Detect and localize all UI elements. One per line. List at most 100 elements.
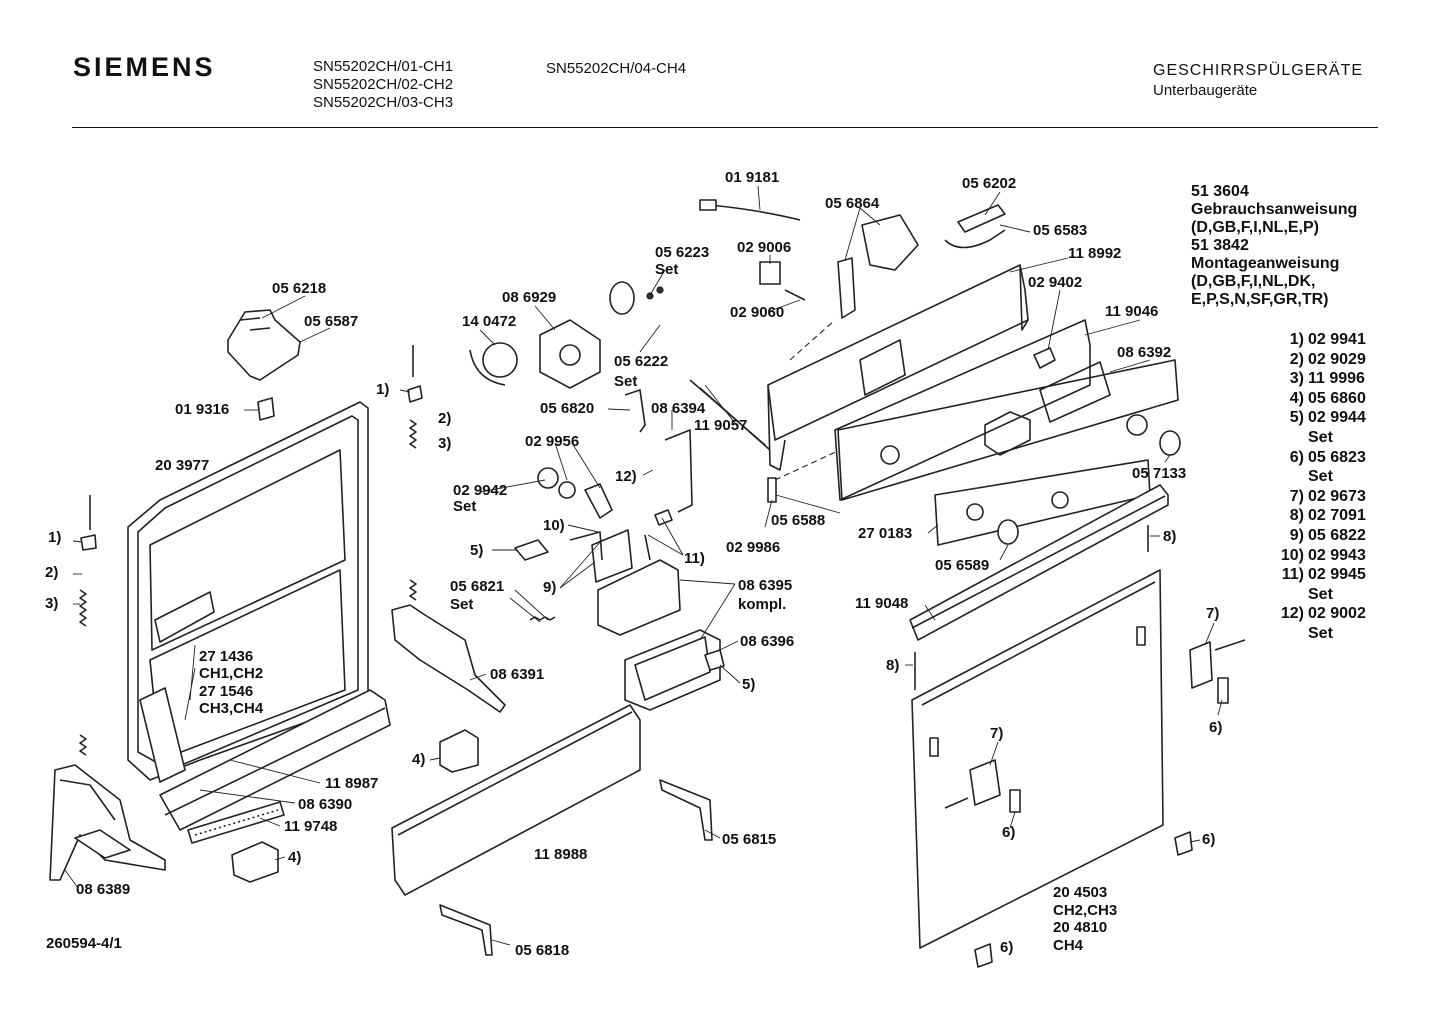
part-label: 7) — [990, 725, 1003, 742]
part-label: 01 9181 — [725, 169, 779, 186]
reference-part: 11 9996 — [1308, 370, 1365, 388]
rotary-switch — [609, 281, 664, 315]
assembly-dashed-lines — [774, 319, 841, 481]
reference-row: 3)11 9996 — [1268, 369, 1366, 389]
reference-row: 11)02 9945 — [1268, 565, 1366, 585]
small-switch — [759, 261, 806, 301]
plinth-brackets — [439, 779, 713, 956]
model-number-extra: SN55202CH/04-CH4 — [546, 60, 687, 77]
part-label: 20 3977 — [155, 457, 209, 474]
category-subtitle: Unterbaugeräte — [1153, 82, 1258, 99]
plinth-panel — [391, 704, 641, 896]
reference-key: 6) — [1289, 448, 1304, 466]
document-line: (D,GB,F,I,NL,DK, — [1191, 273, 1316, 290]
part-label: 1) — [376, 381, 389, 398]
reference-row: 8)02 7091 — [1268, 506, 1366, 526]
part-label: 10) — [543, 517, 565, 534]
reference-row: 5)02 9944 — [1268, 408, 1366, 428]
side-bracket — [391, 604, 506, 713]
part-label: Set — [453, 498, 476, 515]
left-hinge — [49, 764, 166, 881]
reference-key: 12) — [1280, 605, 1304, 623]
reference-row: 2)02 9029 — [1268, 350, 1366, 370]
part-label: 05 7133 — [1132, 465, 1186, 482]
reference-part: 02 9945 — [1308, 566, 1366, 584]
part-label: 05 6587 — [304, 313, 358, 330]
part-label: CH2,CH3 — [1053, 902, 1117, 919]
reference-key: 2) — [1289, 350, 1304, 368]
part-label: 4) — [288, 849, 301, 866]
part-label: 2) — [45, 564, 58, 581]
reference-key: 10) — [1280, 546, 1304, 564]
drawing-code: 260594-4/1 — [46, 935, 122, 952]
reference-row: 6)05 6823 — [1268, 448, 1366, 468]
small-parts — [80, 347, 1193, 968]
door-hinge-parts — [944, 639, 1246, 813]
reference-note: Set — [1308, 428, 1333, 446]
document-line: E,P,S,N,SF,GR,TR) — [1191, 291, 1329, 308]
panel-119046 — [834, 319, 1091, 501]
reference-key: 9) — [1289, 526, 1304, 544]
clips-part4 — [231, 729, 479, 883]
bottom-trim-strips — [139, 687, 391, 844]
reference-part: 05 6860 — [1308, 389, 1366, 407]
part-label: 08 6391 — [490, 666, 544, 683]
part-label: 08 6929 — [502, 289, 556, 306]
part-label: 4) — [412, 751, 425, 768]
part-label: 11) — [684, 550, 705, 567]
reference-row: Set — [1268, 585, 1366, 605]
document-line: Montageanweisung — [1191, 255, 1340, 272]
reference-part: 02 9029 — [1308, 350, 1366, 368]
part-label: 11 8987 — [325, 775, 378, 792]
part-label: 05 6589 — [935, 557, 989, 574]
control-panel-frame — [767, 264, 1029, 471]
leader-lines — [64, 185, 1223, 946]
reference-part: 02 7091 — [1308, 507, 1366, 525]
part-label: 6) — [1209, 719, 1222, 736]
part-label: 05 6821 — [450, 578, 504, 595]
part-label: 05 6218 — [272, 280, 326, 297]
latch-056202 — [944, 204, 1006, 249]
part-label: Set — [614, 373, 637, 390]
part-label: 05 6818 — [515, 942, 569, 959]
part-labels: 01 9181 05 6202 05 6864 05 6583 11 8992 … — [45, 169, 1222, 959]
parts-drawings — [49, 199, 1246, 968]
part-label: 08 6392 — [1117, 344, 1171, 361]
part-label: 12) — [615, 468, 637, 485]
hinge-bracket-top — [227, 309, 301, 381]
reference-row: 4)05 6860 — [1268, 389, 1366, 409]
part-label: 11 8992 — [1068, 245, 1121, 262]
part-label: 14 0472 — [462, 313, 516, 330]
strip-119048 — [909, 484, 1169, 641]
springs-left — [79, 345, 417, 756]
part-label: 05 6820 — [540, 400, 594, 417]
cable-part — [699, 199, 801, 221]
part-label: 08 6395 — [738, 577, 792, 594]
part-label: 11 9046 — [1105, 303, 1158, 320]
reference-row: Set — [1268, 624, 1366, 644]
part-label: 02 9006 — [737, 239, 791, 256]
front-panel — [837, 359, 1179, 501]
part-label: 27 1546 — [199, 683, 253, 700]
reference-key: 3) — [1289, 370, 1304, 388]
part-label: CH1,CH2 — [199, 665, 263, 682]
part-label: 05 6583 — [1033, 222, 1087, 239]
documents-block: 51 3604 Gebrauchsanweisung (D,GB,F,I,NL,… — [1191, 183, 1357, 309]
part-label: 6) — [1202, 831, 1215, 848]
part-label: 05 6223 — [655, 244, 709, 261]
part-label: 08 6389 — [76, 881, 130, 898]
reference-part: 02 9941 — [1308, 331, 1366, 348]
reference-note: Set — [1308, 585, 1333, 603]
reference-part: 05 6822 — [1308, 526, 1366, 544]
reference-key: 1) — [1289, 331, 1304, 348]
part-label: 11 9057 — [694, 417, 747, 434]
part-label: 02 9060 — [730, 304, 784, 321]
part-label: Set — [655, 261, 678, 278]
part-label: kompl. — [738, 596, 786, 613]
outer-door-panel — [911, 569, 1164, 949]
part-label: 11 8988 — [534, 846, 587, 863]
part-label: 6) — [1000, 939, 1013, 956]
reference-row: 1)02 9941 — [1268, 330, 1366, 350]
part-label: 08 6394 — [651, 400, 706, 417]
